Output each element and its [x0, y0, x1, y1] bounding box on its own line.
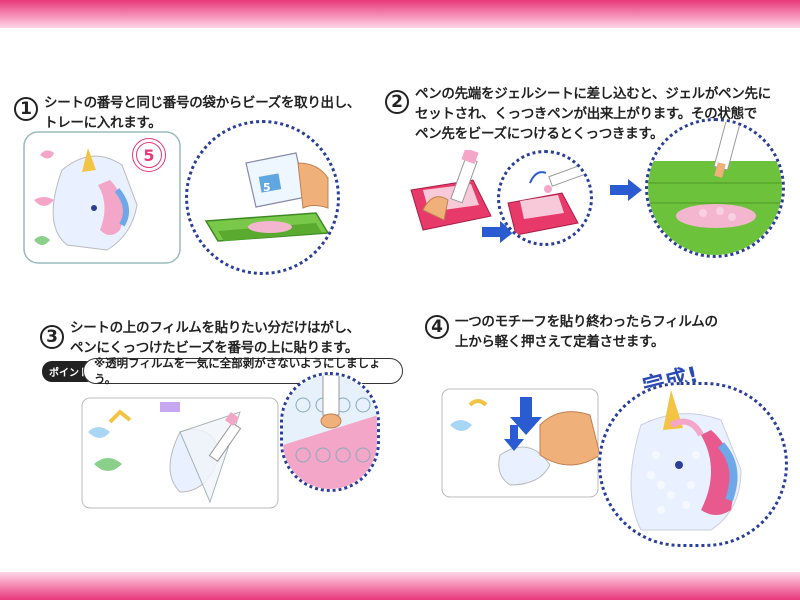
step-2-line-3: ペン先をビーズにつけるとくっつきます。 — [415, 126, 664, 142]
step-4-text: 一つのモチーフを貼り終わったらフィルムの 上から軽く押さえて定着させます。 — [455, 312, 718, 352]
bottom-pink-band — [0, 572, 800, 600]
step-4-line-1: 一つのモチーフを貼り終わったらフィルムの — [455, 314, 718, 330]
step-4-complete-circle — [598, 382, 788, 547]
step-2-number: 2 — [385, 90, 409, 114]
step-4-number: 4 — [425, 315, 449, 339]
step-3-text: シートの上のフィルムを貼りたい分だけはがし、 ペンにくっつけたビーズを番号の上に… — [70, 318, 360, 358]
bead-placement-illustration — [283, 375, 377, 489]
step-3-number: 3 — [40, 325, 64, 349]
step-3-detail-circle — [280, 372, 380, 492]
step-2-detail-circle — [645, 118, 785, 258]
step-2-text: ペンの先端をジェルシートに差し込むと、ジェルがペン先に セットされ、くっつきペン… — [415, 84, 771, 144]
step-1-number: 1 — [14, 97, 38, 121]
press-film-illustration — [441, 388, 600, 498]
step-2-line-1: ペンの先端をジェルシートに差し込むと、ジェルがペン先に — [415, 86, 771, 102]
step-3-line-2: ペンにくっつけたビーズを番号の上に貼ります。 — [70, 340, 359, 356]
step-1-detail-circle: 5 — [185, 120, 340, 275]
gel-tip-illustration — [507, 163, 589, 236]
step-2-pen-circle — [497, 150, 593, 246]
arrow-right-icon — [610, 179, 642, 201]
top-pink-band — [0, 0, 800, 28]
sheet-number-label: 5 — [136, 142, 162, 168]
pen-into-gel-illustration — [410, 150, 492, 231]
step-4-line-2: 上から軽く押さえて定着させます。 — [455, 334, 665, 350]
pen-picking-bead-illustration — [648, 121, 782, 255]
point-badge: ポイント — [42, 361, 96, 382]
step-3-line-1: シートの上のフィルムを貼りたい分だけはがし、 — [70, 320, 360, 336]
step-1-line-2: トレーに入れます。 — [44, 115, 162, 131]
step-2-line-2: セットされ、くっつきペンが出来上がります。その状態で — [415, 106, 757, 122]
bag-and-tray-illustration — [204, 152, 330, 242]
film-peeling-illustration — [81, 397, 279, 509]
step-1-text: シートの番号と同じ番号の袋からビーズを取り出し、 トレーに入れます。 — [44, 93, 360, 133]
bag-number-label: 5 — [263, 181, 271, 194]
sheet-number-marker: 5 — [132, 138, 166, 172]
finished-unicorn-illustration — [630, 390, 742, 531]
step-1-line-1: シートの番号と同じ番号の袋からビーズを取り出し、 — [44, 95, 361, 111]
